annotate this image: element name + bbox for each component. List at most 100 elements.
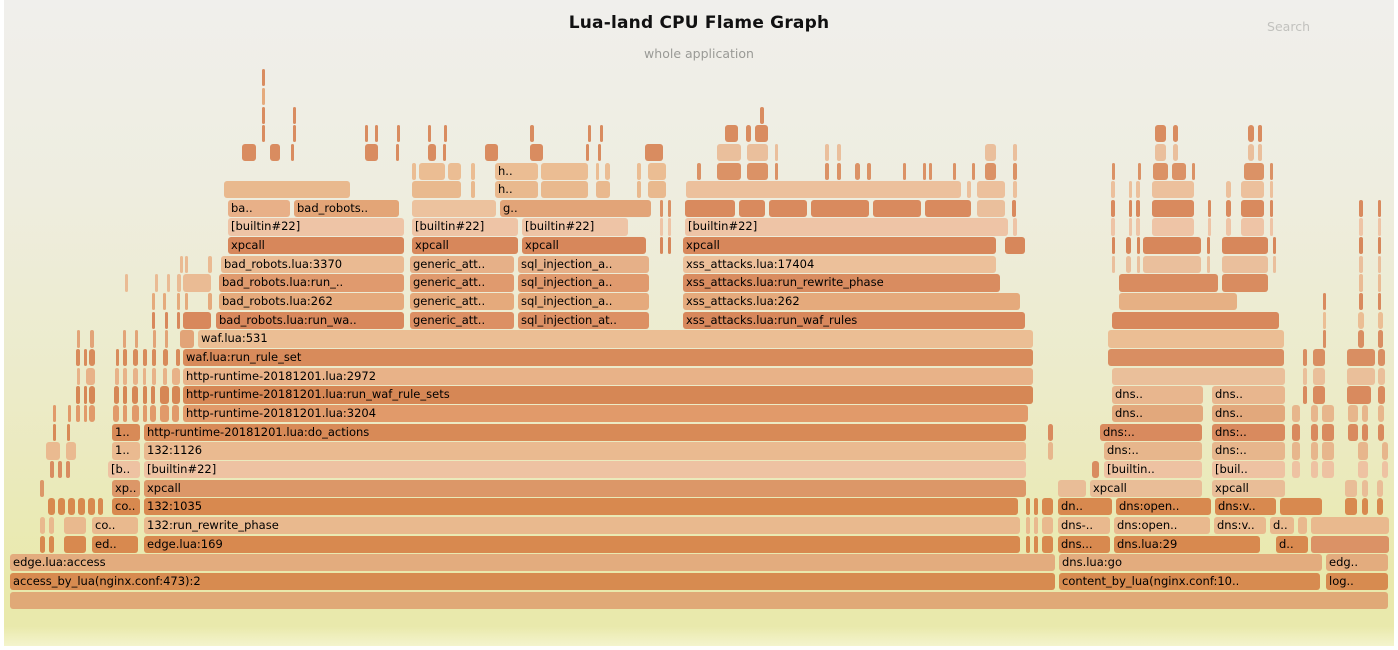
flame-frame[interactable] [90, 330, 95, 348]
flame-frame[interactable] [1362, 479, 1369, 497]
flame-frame-bad-robots-lua-262[interactable]: bad_robots.lua:262 [219, 293, 405, 311]
flame-frame[interactable] [10, 591, 1389, 609]
flame-frame[interactable] [1258, 125, 1263, 143]
flame-frame[interactable] [1143, 255, 1202, 273]
flame-frame[interactable] [1377, 479, 1384, 497]
flame-frame[interactable] [143, 349, 148, 367]
flame-frame-edge-lua-access[interactable]: edge.lua:access [10, 554, 1056, 572]
flame-frame[interactable] [172, 367, 181, 385]
flame-frame[interactable] [1129, 218, 1133, 236]
flame-frame[interactable] [1323, 293, 1327, 311]
flame-frame[interactable] [40, 479, 45, 497]
flame-frame-sql-injection-a-[interactable]: sql_injection_a.. [518, 274, 650, 292]
flame-frame[interactable] [448, 162, 462, 180]
flame-frame[interactable] [53, 405, 57, 423]
flame-frame[interactable] [135, 330, 139, 348]
flame-frame[interactable] [1137, 255, 1141, 273]
flame-frame-sql-injection-at-[interactable]: sql_injection_at.. [518, 311, 650, 329]
flame-frame-h-[interactable]: h.. [495, 162, 539, 180]
flame-frame[interactable] [1005, 237, 1026, 255]
flame-frame-bad-robots-lua-run-wa-[interactable]: bad_robots.lua:run_wa.. [216, 311, 405, 329]
flame-frame[interactable] [412, 181, 462, 199]
flame-frame[interactable] [160, 405, 170, 423]
flame-frame[interactable] [262, 106, 266, 124]
flame-frame--b-[interactable]: [b.. [108, 461, 141, 479]
flame-frame[interactable] [825, 162, 830, 180]
flame-frame[interactable] [88, 498, 96, 516]
flame-frame-bad-robots-lua-3370[interactable]: bad_robots.lua:3370 [221, 255, 405, 273]
flame-frame[interactable] [1362, 498, 1369, 516]
flame-frame-dns-[interactable]: dns:.. [1100, 423, 1203, 441]
flame-frame[interactable] [1358, 311, 1365, 329]
flame-frame[interactable] [660, 237, 664, 255]
flame-frame[interactable] [541, 162, 589, 180]
flame-frame[interactable] [471, 162, 476, 180]
flame-frame[interactable] [50, 461, 55, 479]
flame-frame[interactable] [183, 274, 212, 292]
flame-frame[interactable] [811, 199, 870, 217]
flame-frame[interactable] [293, 125, 297, 143]
flame-frame-dns-open-[interactable]: dns:open.. [1116, 498, 1212, 516]
flame-frame[interactable] [1136, 199, 1141, 217]
flame-frame[interactable] [1270, 162, 1273, 180]
flame-frame[interactable] [1280, 498, 1323, 516]
flame-frame[interactable] [153, 330, 157, 348]
flame-frame-dns-v-[interactable]: dns:v.. [1215, 498, 1277, 516]
flame-frame[interactable] [1378, 237, 1382, 255]
flame-frame--builtin#22-[interactable]: [builtin#22] [412, 218, 519, 236]
flame-frame[interactable] [1358, 442, 1369, 460]
flame-frame[interactable] [67, 423, 71, 441]
flame-frame[interactable] [1137, 237, 1141, 255]
flame-frame[interactable] [152, 311, 156, 329]
flame-frame[interactable] [1153, 162, 1169, 180]
flame-frame[interactable] [180, 255, 184, 273]
flame-frame[interactable] [1012, 199, 1017, 217]
flame-frame[interactable] [78, 498, 86, 516]
flame-frame[interactable] [86, 367, 96, 385]
flame-frame[interactable] [177, 293, 181, 311]
flame-frame-dns-[interactable]: dns.. [1112, 405, 1204, 423]
flame-frame[interactable] [1108, 349, 1285, 367]
flame-frame[interactable] [123, 386, 128, 404]
flame-frame-g-[interactable]: g.. [500, 199, 652, 217]
flame-frame[interactable] [1048, 442, 1054, 460]
flame-frame[interactable] [725, 125, 739, 143]
flame-frame[interactable] [586, 143, 590, 161]
flame-frame-dns-v-[interactable]: dns:v.. [1214, 517, 1267, 535]
flame-frame[interactable] [40, 517, 46, 535]
flame-frame[interactable] [1270, 181, 1274, 199]
flame-frame[interactable] [1347, 367, 1376, 385]
flame-frame[interactable] [262, 69, 266, 87]
flame-frame[interactable] [1034, 535, 1039, 553]
flame-frame[interactable] [1112, 367, 1286, 385]
flame-frame[interactable] [1382, 461, 1389, 479]
flame-frame[interactable] [208, 293, 213, 311]
flame-frame[interactable] [1152, 218, 1195, 236]
flame-frame[interactable] [419, 162, 446, 180]
search-button[interactable]: Search [1267, 19, 1310, 34]
flame-frame-access-by-lua-nginx-conf-473-2[interactable]: access_by_lua(nginx.conf:473):2 [10, 573, 1056, 591]
flame-frame[interactable] [443, 143, 447, 161]
flame-frame[interactable] [1119, 293, 1238, 311]
flame-frame[interactable] [262, 125, 266, 143]
flame-frame[interactable] [1348, 405, 1359, 423]
flame-frame[interactable] [160, 386, 170, 404]
flame-frame[interactable] [123, 330, 127, 348]
flame-frame-dns-[interactable]: dns:.. [1212, 442, 1286, 460]
flame-frame[interactable] [985, 162, 997, 180]
flame-frame-xss-attacks-lua-run-waf-rules[interactable]: xss_attacks.lua:run_waf_rules [683, 311, 1026, 329]
flame-frame[interactable] [123, 349, 128, 367]
flame-frame[interactable] [1292, 461, 1301, 479]
flame-frame-xss-attacks-lua-262[interactable]: xss_attacks.lua:262 [683, 293, 1021, 311]
flame-frame-http-runtime-20181201-lua-2972[interactable]: http-runtime-20181201.lua:2972 [183, 367, 1034, 385]
flame-frame[interactable] [49, 517, 55, 535]
flame-frame-sql-injection-a-[interactable]: sql_injection_a.. [518, 293, 650, 311]
flame-frame[interactable] [598, 143, 602, 161]
flame-frame[interactable] [133, 349, 139, 367]
flame-frame[interactable] [58, 461, 63, 479]
flame-frame-dns-[interactable]: dns.. [1212, 386, 1286, 404]
flame-frame[interactable] [165, 330, 169, 348]
flame-frame-edg-[interactable]: edg.. [1326, 554, 1389, 572]
flame-frame[interactable] [1226, 199, 1232, 217]
flame-frame[interactable] [125, 274, 129, 292]
